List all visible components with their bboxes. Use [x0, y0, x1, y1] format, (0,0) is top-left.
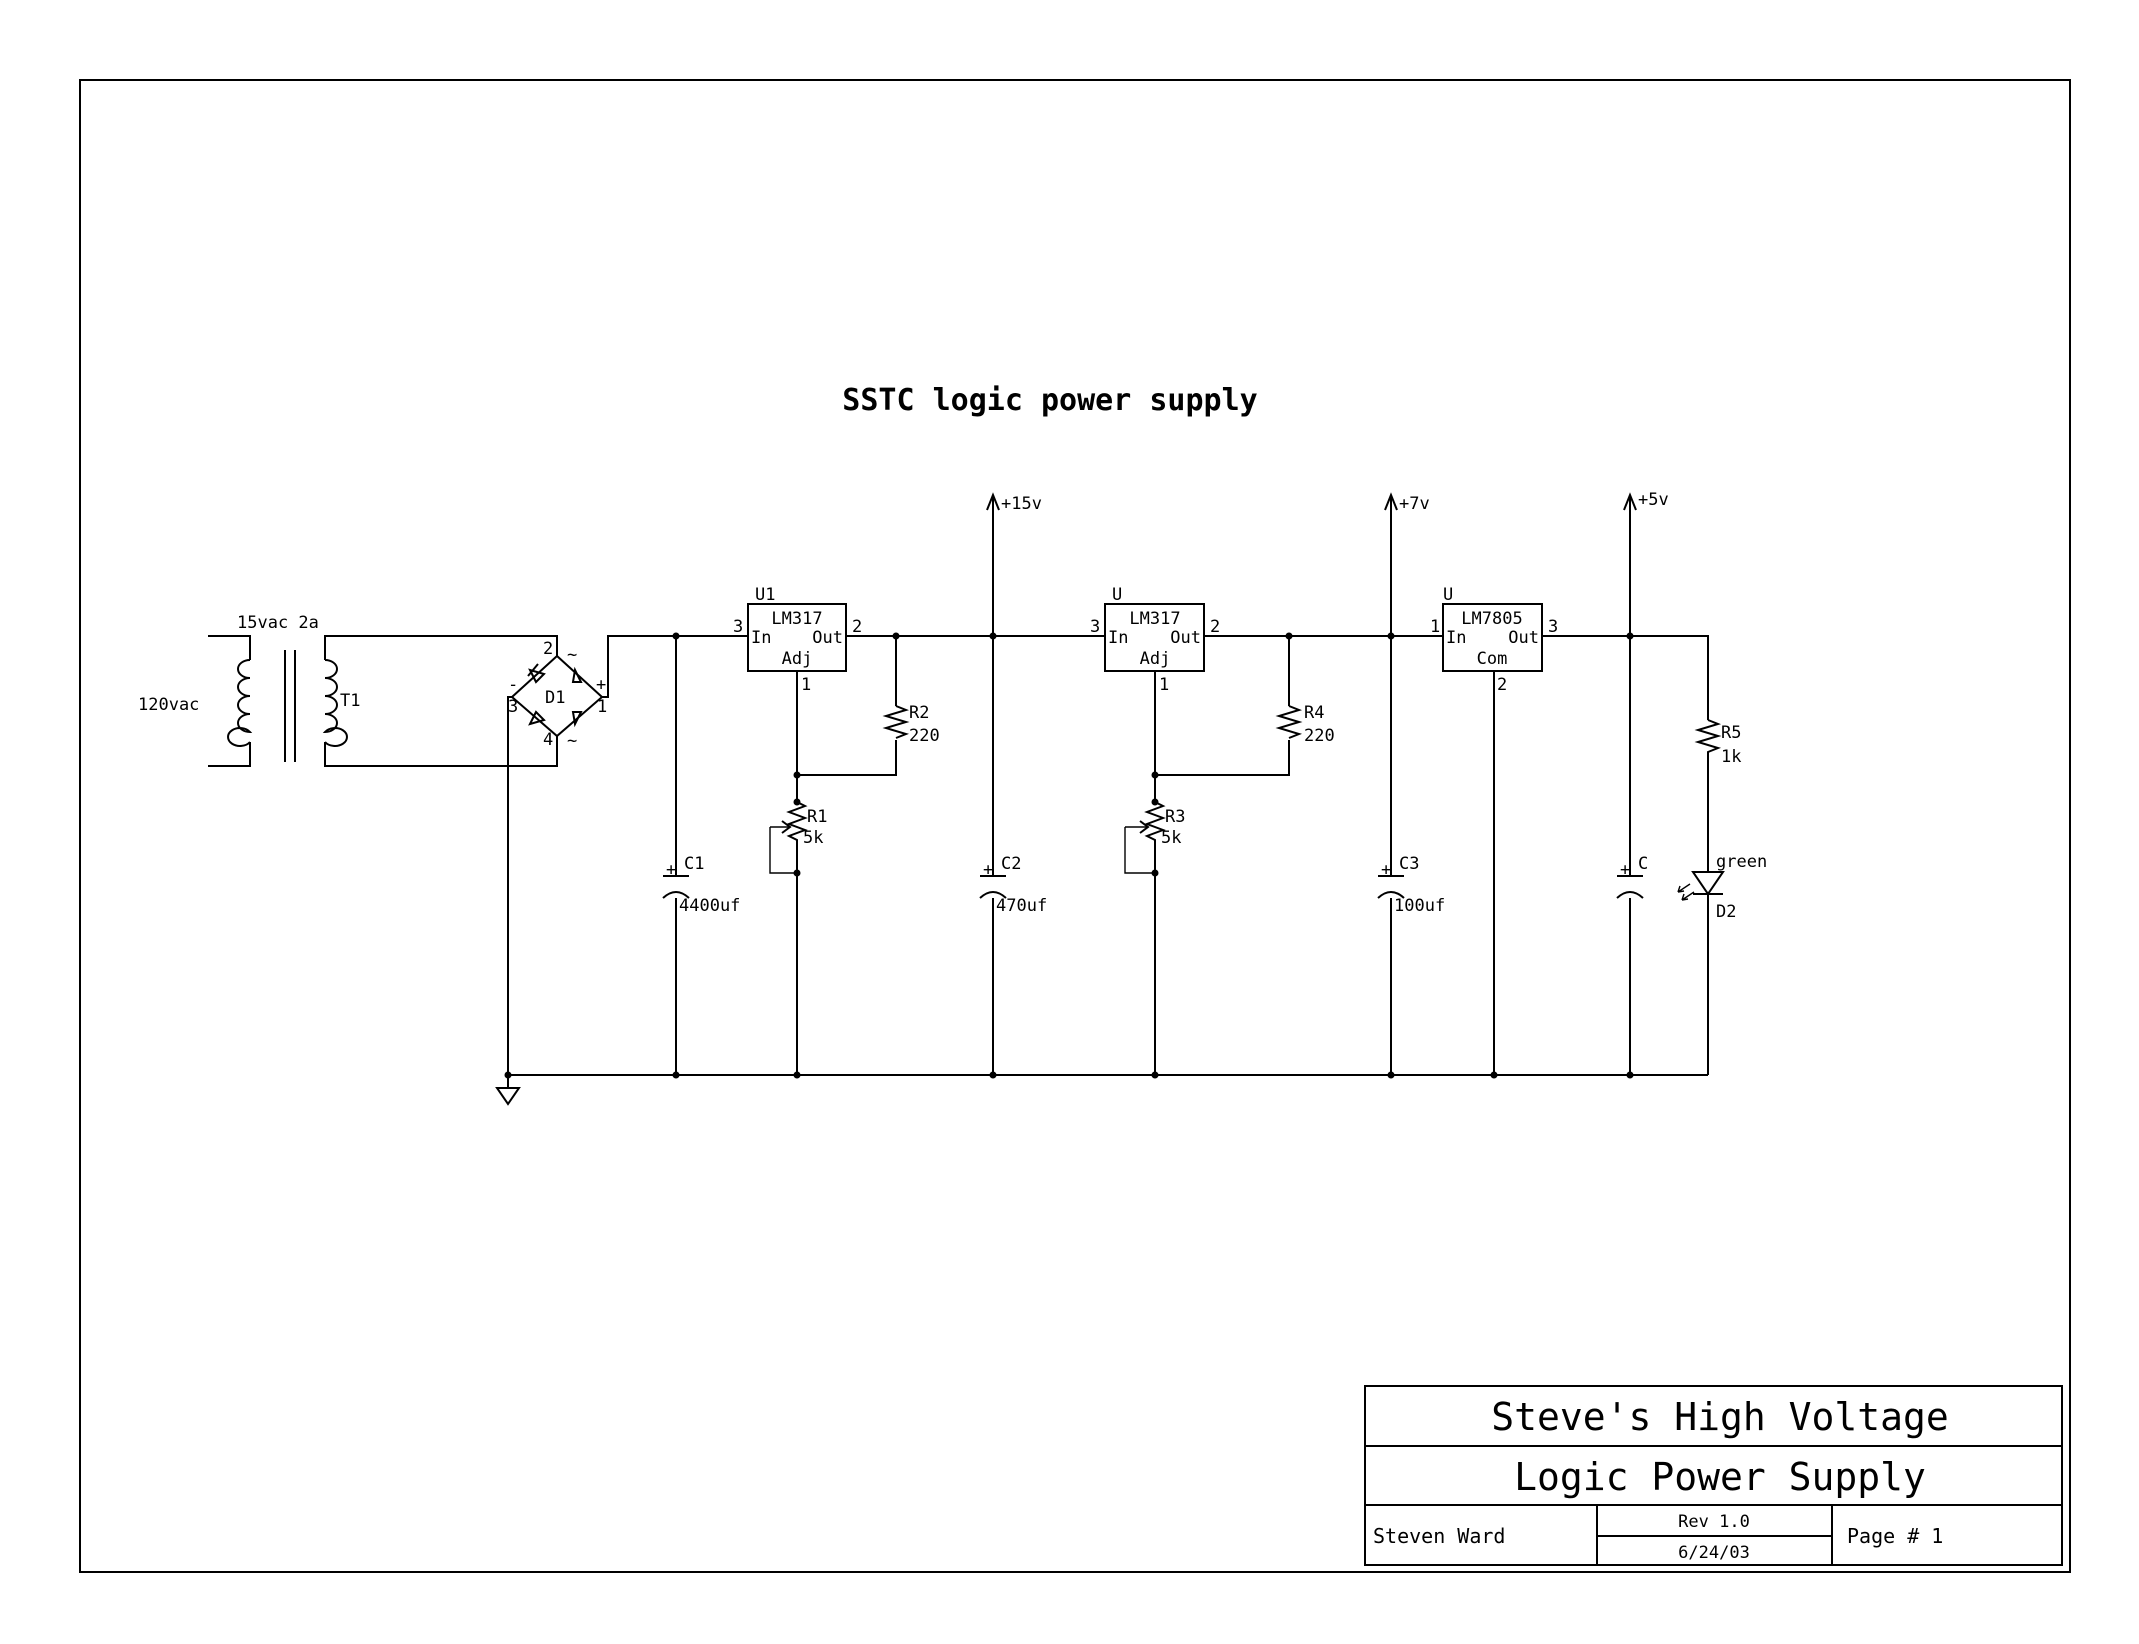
regulator-pin-out: 2: [1210, 617, 1220, 637]
rail-15v-arrow-icon: +15v: [986, 492, 1042, 636]
title-block-project: Logic Power Supply: [1514, 1455, 1926, 1499]
adjust-network-1: R2 220 R1 5k: [769, 636, 940, 1075]
title-block: Steve's High Voltage Logic Power Supply …: [1364, 1385, 2063, 1566]
capacitor-c: + C: [1616, 636, 1648, 1075]
title-block-page: Page # 1: [1847, 1524, 1943, 1548]
resistor-ref: R2: [909, 703, 929, 723]
regulator-part: LM7805: [1461, 609, 1522, 629]
capacitor-plus: +: [666, 860, 676, 880]
capacitor-ref: C: [1638, 854, 1648, 874]
sheet-border: [79, 79, 2071, 1573]
capacitor-value: 100uf: [1394, 896, 1445, 916]
capacitor-c2: + C2 470uf: [979, 636, 1047, 1075]
bridge-ac-top: ~: [567, 645, 577, 665]
pot-ref: R3: [1165, 807, 1185, 827]
regulator-ref: U1: [755, 585, 775, 605]
junction-dots: [504, 632, 1634, 1079]
bridge-rectifier-d1: 2 ~ - 3 D1 + 1 4 ~: [507, 635, 680, 1075]
title-block-author: Steven Ward: [1373, 1524, 1505, 1548]
rail-5v: [1542, 635, 1709, 720]
regulator-part: LM317: [1129, 609, 1180, 629]
bridge-plus: +: [596, 675, 606, 695]
regulator-pin-out: 3: [1548, 617, 1558, 637]
rail-5v-label: +5v: [1638, 490, 1669, 510]
capacitor-plus: +: [1381, 860, 1391, 880]
capacitor-ref: C3: [1399, 854, 1419, 874]
regulator-pin-out: 2: [852, 617, 862, 637]
led-color-label: green: [1716, 852, 1767, 872]
pot-ref: R1: [807, 807, 827, 827]
regulator-in-label: In: [1108, 628, 1128, 648]
regulator-part: LM317: [771, 609, 822, 629]
ground-symbol-icon: [495, 1075, 521, 1106]
regulator-ref: U: [1443, 585, 1453, 605]
regulator-out-label: Out: [812, 628, 843, 648]
pot-value: 5k: [1161, 828, 1181, 848]
resistor-ref: R5: [1721, 723, 1741, 743]
regulator-pin-in: 3: [733, 617, 743, 637]
transformer-ref-label: T1: [340, 691, 360, 711]
regulator-in-label: In: [751, 628, 771, 648]
regulator-pin-com: 2: [1497, 675, 1507, 695]
transformer-rating-label: 15vac 2a: [237, 613, 319, 633]
title-block-date: 6/24/03: [1678, 1543, 1750, 1563]
led-ref-label: D2: [1716, 902, 1736, 922]
led-icon: [1677, 871, 1725, 901]
title-block-revision: Rev 1.0: [1678, 1512, 1750, 1532]
bridge-ref-label: D1: [545, 688, 565, 708]
regulator-pin-in: 3: [1090, 617, 1100, 637]
input-voltage-label: 120vac: [138, 695, 199, 715]
adjust-network-2: R4 220 R3 5k: [1124, 636, 1335, 1075]
regulator-ref: U: [1112, 585, 1122, 605]
resistor-value: 1k: [1721, 747, 1741, 767]
resistor-value: 220: [1304, 726, 1335, 746]
regulator-u2: U LM317 In Out Adj 3 2 1: [1090, 585, 1220, 695]
capacitor-value: 4400uf: [679, 896, 740, 916]
bridge-pin-4: 4: [543, 730, 553, 750]
resistor-value: 220: [909, 726, 940, 746]
resistor-ref: R4: [1304, 703, 1324, 723]
title-block-company: Steve's High Voltage: [1491, 1395, 1949, 1439]
bridge-pin-3: 3: [508, 697, 518, 717]
regulator-in-label: In: [1446, 628, 1466, 648]
regulator-pin-adj: 1: [1159, 675, 1169, 695]
capacitor-c3: + C3 100uf: [1377, 636, 1445, 1075]
regulator-out-label: Out: [1170, 628, 1201, 648]
transformer-t1: 120vac 15vac 2a T1: [138, 613, 558, 767]
rail-7v-label: +7v: [1399, 494, 1430, 514]
pot-value: 5k: [803, 828, 823, 848]
led-branch: R5 1k green D2: [1677, 719, 1767, 1075]
regulator-out-label: Out: [1508, 628, 1539, 648]
bridge-pin-1: 1: [597, 697, 607, 717]
bridge-ac-bottom: ~: [567, 731, 577, 751]
rail-15v-label: +15v: [1001, 494, 1042, 514]
regulator-u3: U LM7805 In Out Com 1 3 2: [1430, 585, 1558, 695]
capacitor-ref: C1: [684, 854, 704, 874]
regulator-adj-label: Adj: [782, 649, 813, 669]
capacitor-value: 470uf: [996, 896, 1047, 916]
regulator-pin-adj: 1: [801, 675, 811, 695]
rail-5v-arrow-icon: +5v: [1623, 490, 1669, 636]
capacitor-plus: +: [983, 860, 993, 880]
schematic-title: SSTC logic power supply: [842, 383, 1257, 418]
capacitor-ref: C2: [1001, 854, 1021, 874]
rail-7v-arrow-icon: +7v: [1384, 492, 1430, 636]
capacitor-plus: +: [1620, 860, 1630, 880]
regulator-u1: U1 LM317 In Out Adj 3 2 1: [733, 585, 862, 695]
bridge-minus: -: [508, 675, 518, 695]
regulator-pin-in: 1: [1430, 617, 1440, 637]
regulator-adj-label: Adj: [1140, 649, 1171, 669]
bridge-pin-2: 2: [543, 639, 553, 659]
capacitor-c1: + C1 4400uf: [662, 636, 740, 1075]
regulator-com-label: Com: [1477, 649, 1508, 669]
